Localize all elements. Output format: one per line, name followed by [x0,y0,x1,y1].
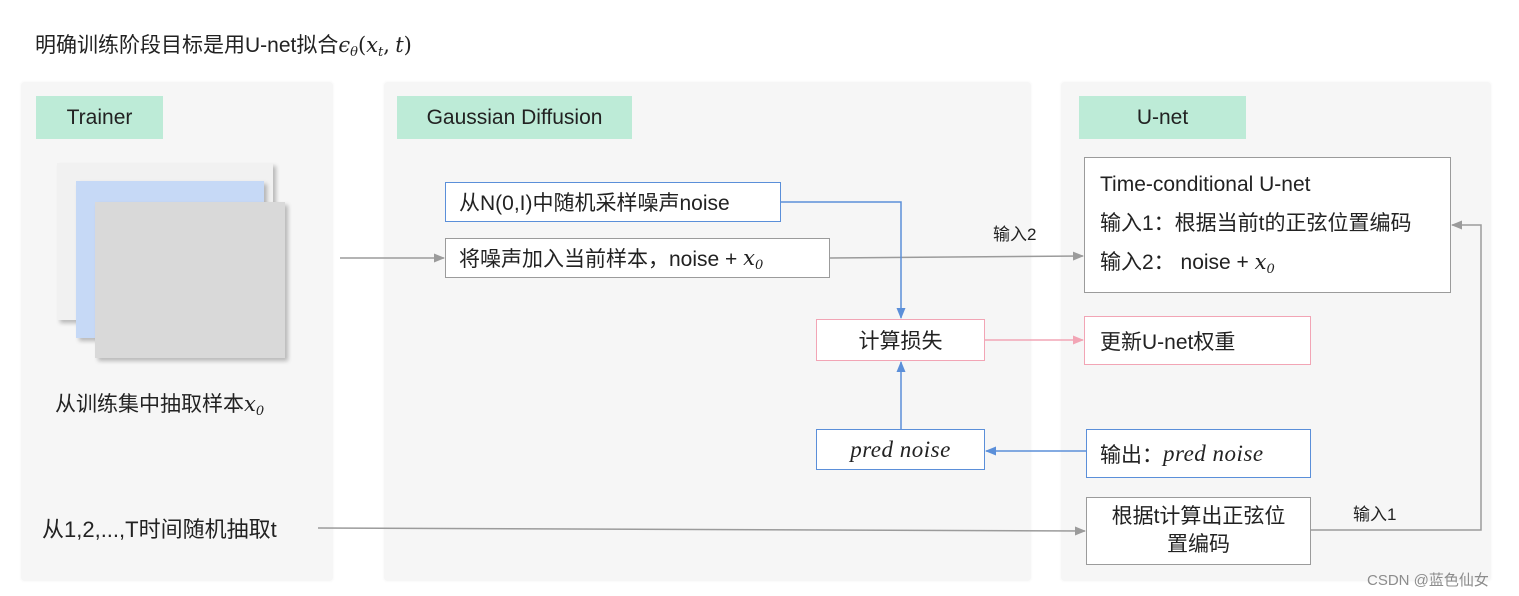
add-noise-var: x [743,246,755,270]
sample-label-var: x [244,392,256,416]
pred-noise-text: pred noise [850,436,951,462]
unet-output-label: 输出： [1100,443,1163,467]
sample-image-front [95,202,285,358]
page-title: 明确训练阶段目标是用U-net拟合ϵθ(xt,t) [35,31,412,60]
add-noise-sub: 0 [754,257,764,273]
formula-close-paren: ) [403,33,412,57]
update-weights-text: 更新U-net权重 [1100,330,1236,354]
unet-input2-sub: 0 [1266,261,1275,277]
add-noise-text: 将噪声加入当前样本，noise + [459,248,744,271]
unet-input2: 输入2： noise + x0 [1100,243,1450,282]
arrow-add-noise-to-unet-input2 [829,251,1084,261]
add-noise-box: 将噪声加入当前样本，noise + x0 [445,238,830,278]
formula-comma: , [383,33,390,57]
trainer-header: Trainer [36,96,163,139]
sample-noise-box: 从N(0,I)中随机采样噪声noise [445,182,781,222]
update-weights-box: 更新U-net权重 [1084,316,1311,365]
arrow-pos-encoding-to-unet-input1 [1311,220,1482,531]
formula-epsilon: ϵ [338,33,351,57]
time-sample-label: 从1,2,...,T时间随机抽取t [42,517,277,542]
diffusion-header: Gaussian Diffusion [397,96,632,139]
formula-t: t [395,33,404,57]
arrow-time-to-pos-encoding [317,526,1086,536]
pos-encoding-box: 根据t计算出正弦位 置编码 [1086,497,1311,565]
formula-open-paren: ( [357,33,367,57]
compute-loss-text: 计算损失 [858,330,943,353]
unet-model-title: Time-conditional U-net [1100,173,1311,196]
unet-input2-var: x [1254,250,1267,274]
add-noise-x0: x0 [743,246,764,273]
sample-label: 从训练集中抽取样本x0 [55,391,264,418]
arrow-noise-to-loss [781,201,906,319]
unet-model-box: Time-conditional U-net 输入1：根据当前t的正弦位置编码 … [1084,157,1451,293]
unet-input2-x0: x0 [1254,250,1275,277]
sample-label-x0: x0 [244,392,265,419]
sample-label-sub: 0 [255,403,265,419]
formula-x: x [366,33,379,57]
pos-encoding-line2: 置编码 [1167,533,1230,556]
pos-encoding-line1: 根据t计算出正弦位 [1111,505,1286,528]
unet-output-value: pred noise [1163,440,1264,466]
title-text: 明确训练阶段目标是用U-net拟合 [35,34,339,57]
formula-epsilon-subscript: θ [350,44,358,60]
unet-input2-text: 输入2： noise + [1100,251,1255,274]
unet-input1: 输入1：根据当前t的正弦位置编码 [1100,212,1412,235]
sample-noise-text: 从N(0,I)中随机采样噪声noise [459,192,730,215]
edge-label-input2: 输入2 [993,225,1037,244]
compute-loss-box: 计算损失 [816,319,985,361]
edge-label-input1: 输入1 [1353,505,1397,524]
unet-header: U-net [1079,96,1246,139]
sample-label-text: 从训练集中抽取样本 [55,393,244,416]
unet-output-box: 输出：pred noise [1086,429,1311,478]
pred-noise-box: pred noise [816,429,985,470]
formula-x-subscript: t [378,44,384,60]
watermark: CSDN @蓝色仙女 [1367,572,1489,589]
title-formula: ϵθ(xt,t) [338,33,412,60]
